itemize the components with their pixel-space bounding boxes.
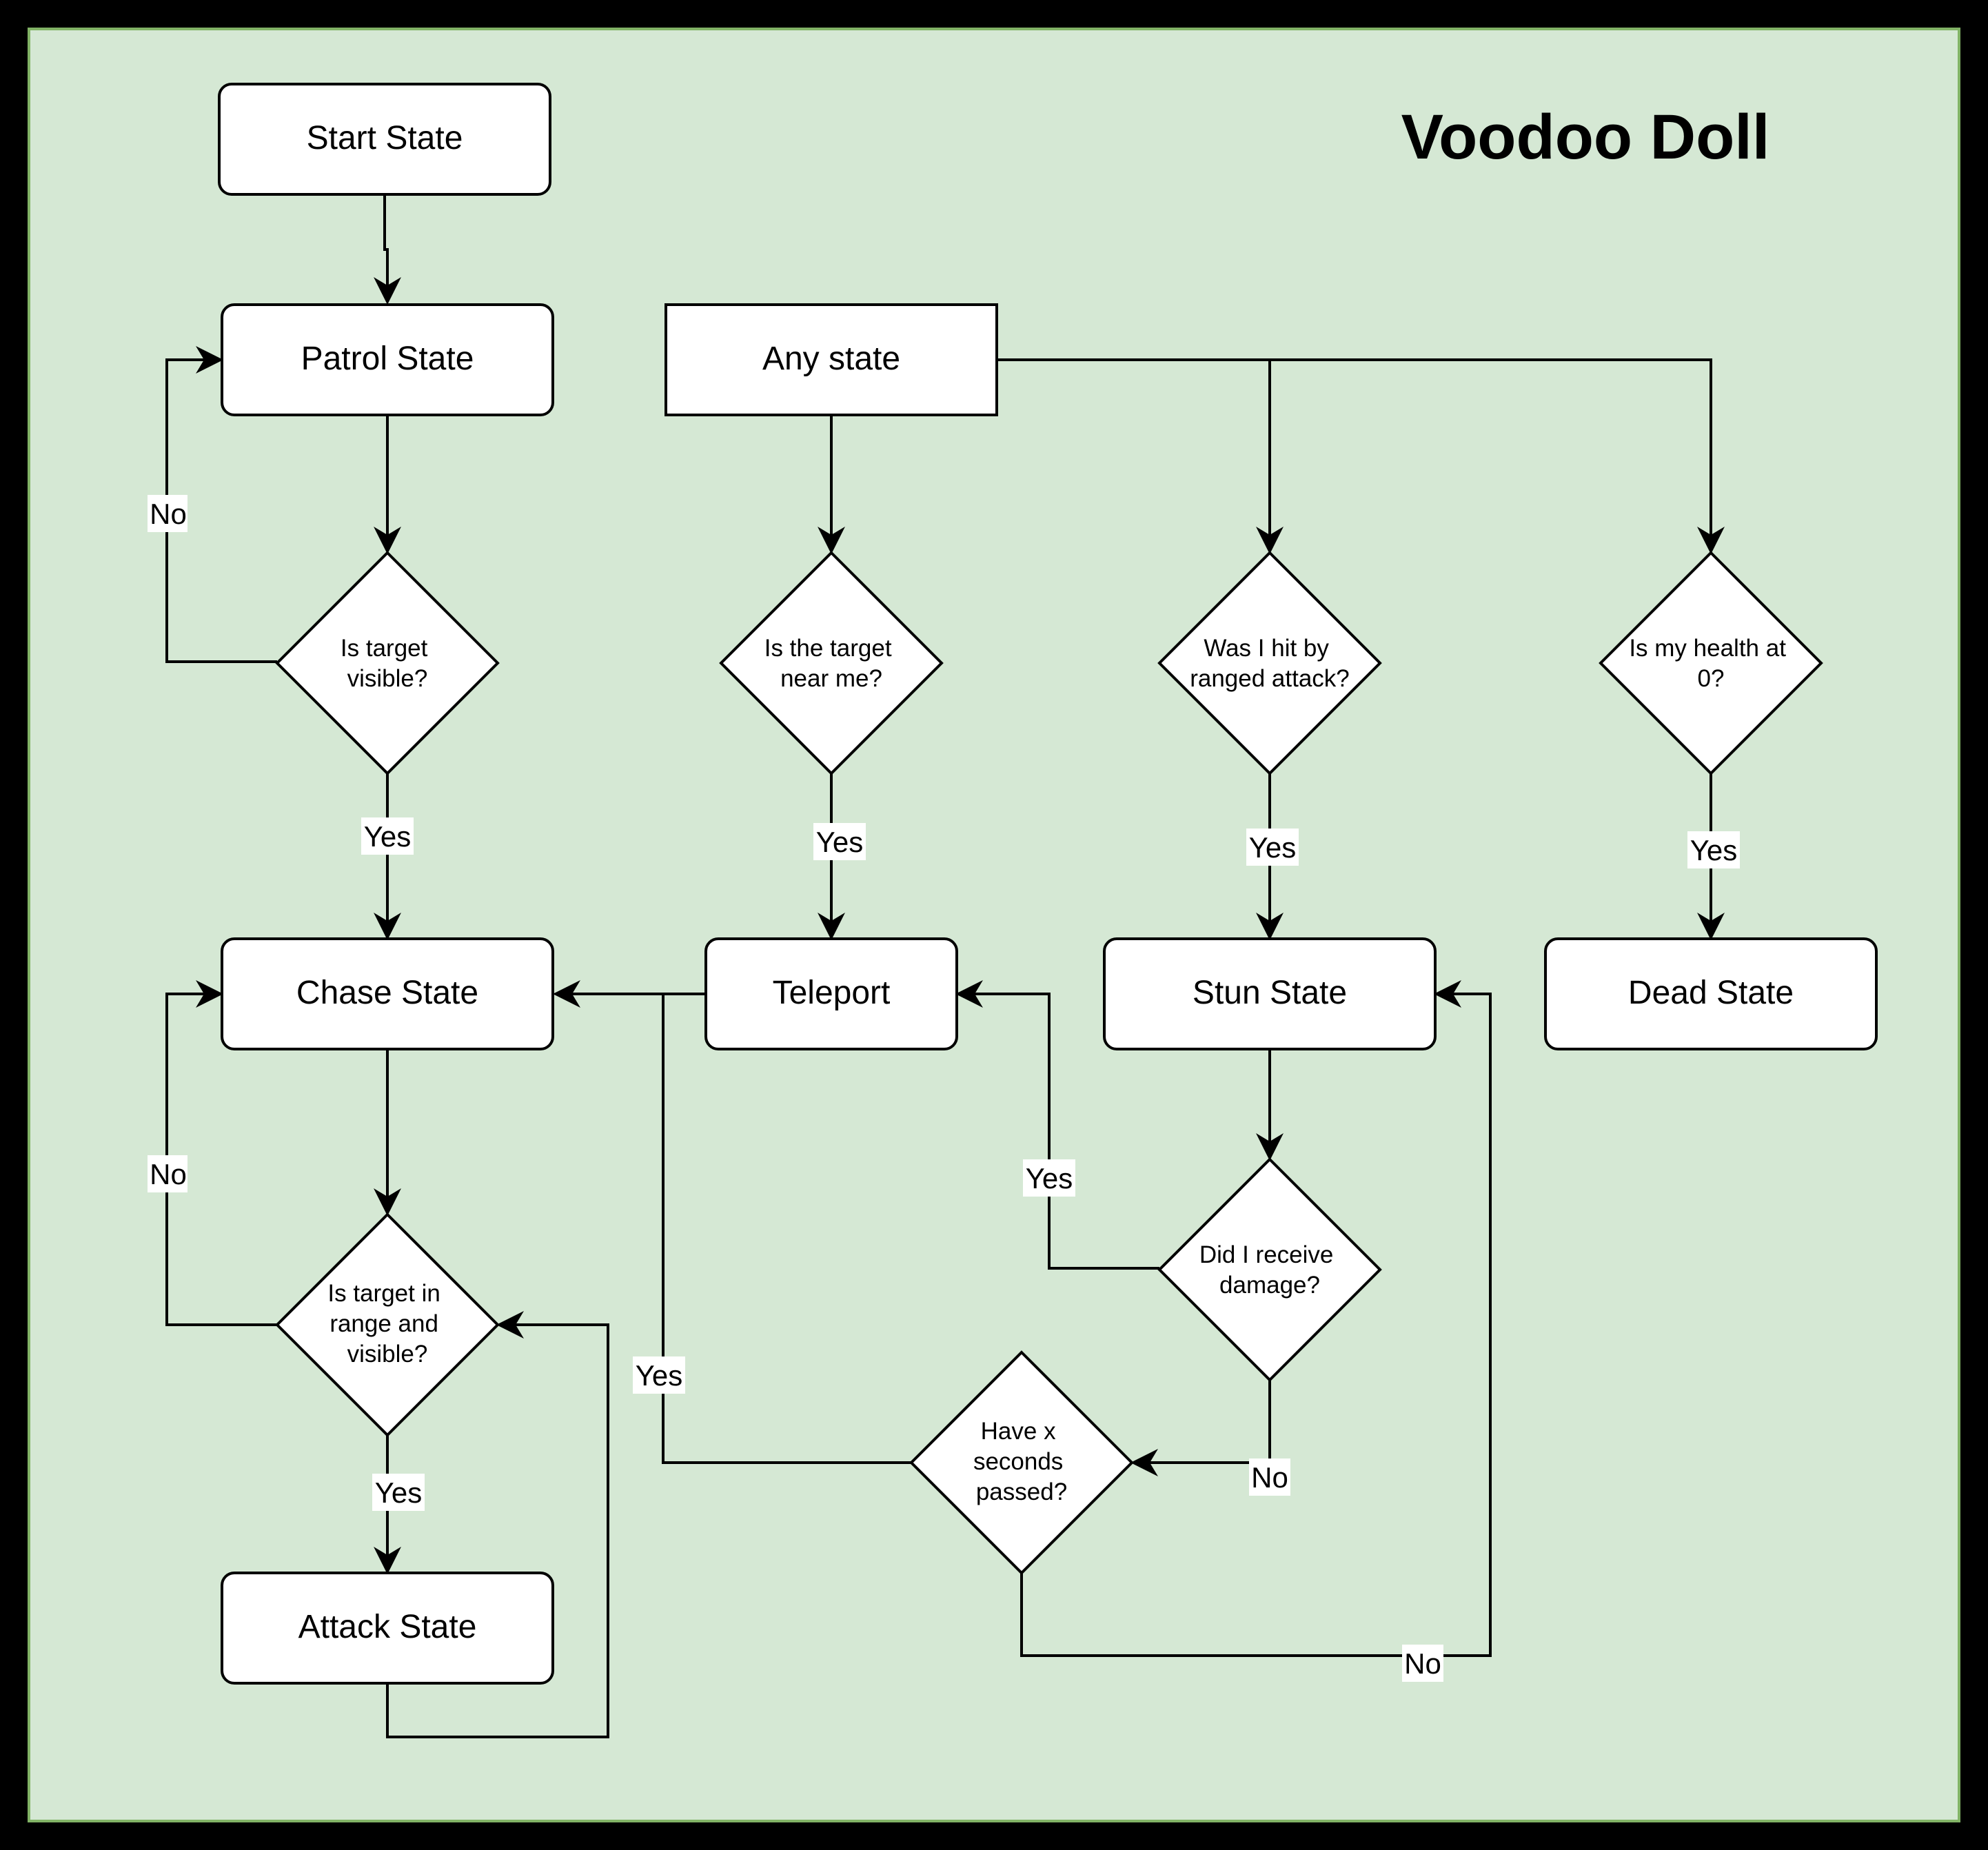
decision-ranged-attack-label: Was I hit by ranged attack? <box>1190 635 1350 692</box>
node-chase-state <box>221 937 554 1050</box>
edge-label-seconds-no: No <box>1404 1647 1441 1680</box>
edge-seconds-yes <box>662 994 911 1464</box>
edge-label-seconds-yes: Yes <box>636 1359 683 1392</box>
decision-received-damage <box>1157 1157 1382 1382</box>
edge-label-visible-yes: Yes <box>364 820 412 853</box>
node-start-state-label: Start State <box>307 120 463 156</box>
node-patrol-state <box>221 303 554 416</box>
decision-seconds-passed-line-1: Have x <box>981 1418 1056 1445</box>
decision-seconds-passed <box>909 1350 1134 1575</box>
decision-ranged-attack-line-2: ranged attack? <box>1190 665 1350 692</box>
edge-label-ranged-yes: Yes <box>1249 831 1297 864</box>
node-stun-state-label: Stun State <box>1193 975 1347 1011</box>
edge-attack-to-range <box>386 1311 609 1738</box>
decision-target-near-line-2: near me? <box>780 665 882 692</box>
node-attack-state-label: Attack State <box>298 1609 477 1645</box>
edge-label-damage-no: No <box>1251 1461 1288 1494</box>
node-any-state <box>665 303 998 416</box>
decision-ranged-attack <box>1157 551 1382 775</box>
decision-target-near-line-1: Is the target <box>764 635 892 662</box>
edge-damage-yes <box>955 980 1159 1270</box>
decision-target-in-range-label: Is target in range and visible? <box>327 1280 447 1368</box>
edge-label-health-yes: Yes <box>1690 834 1738 866</box>
node-stun-state <box>1103 937 1437 1050</box>
node-teleport-label: Teleport <box>773 975 891 1011</box>
decision-health-zero <box>1599 551 1823 775</box>
decision-received-damage-line-2: damage? <box>1219 1272 1320 1299</box>
label-bg-range-yes <box>372 1474 425 1511</box>
decision-ranged-attack-line-1: Was I hit by <box>1204 635 1329 662</box>
edge-label-visible-no: No <box>150 498 187 530</box>
decision-health-zero-label: Is my health at 0? <box>1629 635 1792 692</box>
decision-seconds-passed-line-3: passed? <box>976 1478 1067 1505</box>
label-bg-range-no <box>148 1155 187 1192</box>
decision-target-in-range-line-3: visible? <box>347 1341 428 1368</box>
decision-target-in-range-line-2: range and <box>329 1310 438 1337</box>
diagram-background <box>28 28 1960 1822</box>
decision-target-visible-label: Is target visible? <box>341 635 434 692</box>
edge-label-range-yes: Yes <box>375 1476 423 1509</box>
decision-target-near <box>719 551 944 775</box>
label-bg-ranged-yes <box>1246 829 1299 866</box>
decision-target-in-range <box>275 1212 500 1437</box>
node-patrol-state-label: Patrol State <box>301 340 474 377</box>
label-bg-health-yes <box>1687 831 1740 868</box>
diagram-title: Voodoo Doll <box>1401 102 1770 172</box>
edge-label-damage-yes: Yes <box>1026 1162 1073 1195</box>
edge-label-range-no: No <box>150 1158 187 1190</box>
edge-seconds-no <box>1020 980 1492 1657</box>
node-any-state-label: Any state <box>762 340 900 377</box>
edge-any-to-health <box>1270 358 1725 554</box>
decision-received-damage-line-1: Did I receive <box>1199 1241 1334 1268</box>
label-bg-visible-yes <box>361 817 414 855</box>
node-teleport <box>704 937 958 1050</box>
node-dead-state <box>1544 937 1878 1050</box>
node-attack-state <box>221 1572 554 1685</box>
decision-seconds-passed-label: Have x seconds passed? <box>973 1418 1070 1505</box>
label-bg-damage-yes <box>1023 1159 1075 1197</box>
decision-health-zero-line-1: Is my health at <box>1629 635 1786 662</box>
label-bg-damage-no <box>1249 1458 1290 1496</box>
label-bg-near-yes <box>813 823 866 860</box>
decision-target-in-range-line-1: Is target in <box>327 1280 440 1307</box>
decision-target-visible-line-1: Is target <box>341 635 428 662</box>
edge-start-to-patrol <box>374 194 401 305</box>
decision-target-visible-line-2: visible? <box>347 665 428 692</box>
label-bg-seconds-yes <box>633 1356 685 1394</box>
edge-label-near-yes: Yes <box>816 826 864 858</box>
node-chase-state-label: Chase State <box>296 975 478 1011</box>
decision-received-damage-label: Did I receive damage? <box>1199 1241 1340 1299</box>
decision-target-near-label: Is the target near me? <box>764 635 899 692</box>
decision-health-zero-line-2: 0? <box>1698 665 1725 692</box>
node-dead-state-label: Dead State <box>1628 975 1794 1011</box>
decision-target-visible <box>275 551 500 775</box>
label-bg-seconds-no <box>1402 1645 1443 1682</box>
label-bg-visible-no <box>148 495 187 532</box>
decision-seconds-passed-line-2: seconds <box>973 1448 1063 1475</box>
node-start-state <box>218 83 551 196</box>
